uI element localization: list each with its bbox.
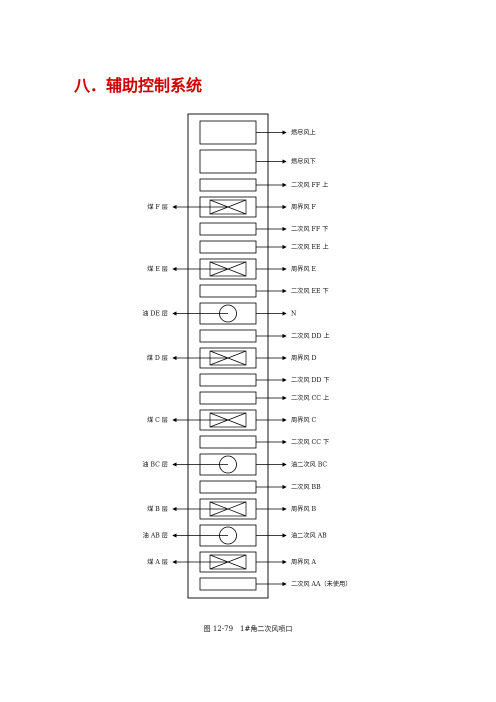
right-label: 周界风 B bbox=[291, 506, 317, 513]
nozzle-box bbox=[199, 120, 257, 145]
left-label: 煤 E 层 bbox=[147, 265, 168, 273]
nozzle-box bbox=[199, 329, 257, 343]
right-label: 二次风 CC 上 bbox=[291, 394, 329, 402]
left-label: 煤 F 层 bbox=[147, 203, 168, 211]
right-label: 油二次风 BC bbox=[291, 461, 327, 469]
nozzle-box bbox=[199, 577, 257, 591]
right-label: 周界风 A bbox=[291, 559, 317, 566]
burner-column-frame bbox=[187, 113, 269, 599]
right-label: 二次风 FF 上 bbox=[291, 181, 328, 189]
right-label: 二次风 EE 上 bbox=[291, 243, 329, 251]
right-label: 燃尽风下 bbox=[291, 158, 316, 166]
nozzle-box bbox=[199, 178, 257, 192]
nozzle-box bbox=[199, 284, 257, 298]
right-label: 周界风 C bbox=[291, 417, 317, 424]
right-label: 二次风 BB bbox=[291, 483, 321, 491]
nozzle-box bbox=[199, 149, 257, 174]
nozzle-box bbox=[199, 373, 257, 387]
nozzle-box bbox=[199, 435, 257, 449]
right-label: 油二次风 AB bbox=[291, 532, 327, 540]
right-label: 周界风 E bbox=[291, 266, 317, 273]
nozzle-box bbox=[199, 222, 257, 236]
right-label: 二次风 EE 下 bbox=[291, 287, 329, 295]
left-label: 油 DE 层 bbox=[142, 310, 168, 318]
nozzle-box bbox=[199, 240, 257, 254]
right-label: N bbox=[291, 311, 297, 318]
left-label: 煤 B 层 bbox=[147, 505, 168, 513]
nozzle-box bbox=[199, 480, 257, 494]
left-label: 煤 D 层 bbox=[147, 354, 168, 362]
right-label: 二次风 AA（未使用） bbox=[291, 580, 351, 588]
left-label: 煤 C 层 bbox=[147, 416, 168, 424]
nozzle-box bbox=[199, 391, 257, 405]
right-label: 二次风 CC 下 bbox=[291, 438, 329, 446]
section-heading: 八．辅助控制系统 bbox=[74, 76, 203, 95]
right-label: 二次风 DD 上 bbox=[291, 332, 330, 340]
right-label: 周界风 D bbox=[291, 355, 317, 362]
left-label: 油 AB 层 bbox=[143, 532, 168, 540]
right-label: 二次风 FF 下 bbox=[291, 225, 328, 233]
left-label: 煤 A 层 bbox=[147, 558, 168, 566]
right-label: 周界风 F bbox=[291, 204, 317, 211]
figure-caption: 图 12-79 1#角二次风喷口 bbox=[203, 625, 293, 633]
right-label: 二次风 DD 下 bbox=[291, 376, 330, 384]
right-label: 燃尽风上 bbox=[291, 129, 316, 137]
left-label: 油 BC 层 bbox=[142, 461, 168, 469]
